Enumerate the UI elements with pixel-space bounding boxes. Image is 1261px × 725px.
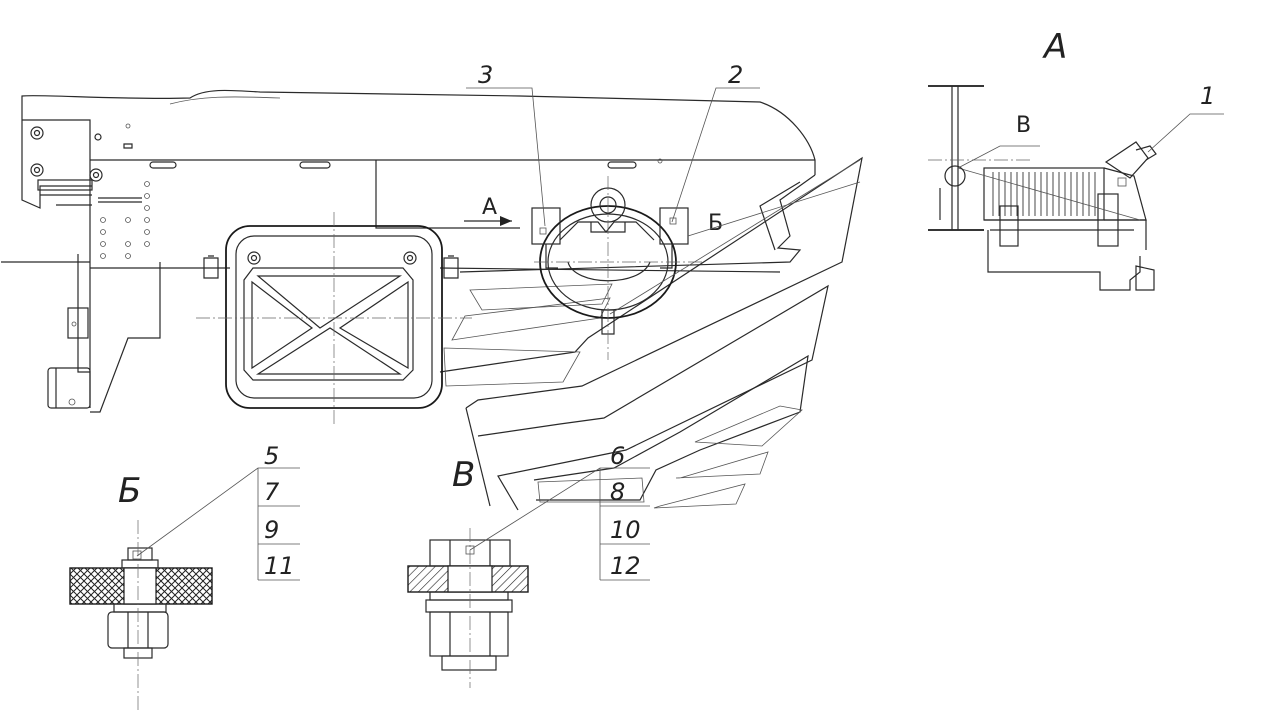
callout-5: 5 [264,442,279,470]
bracket-hole-grid [100,181,150,259]
view-b-detail: Б 5 7 9 11 [69,442,300,712]
license-plate [196,212,472,424]
view-v-title: В [452,455,475,495]
view-a-detail: А В 1 [928,27,1224,291]
callout-9: 9 [264,516,279,544]
view-v-detail: В 6 8 10 12 [407,442,650,688]
mark-v-label: В [1016,113,1031,138]
callout-10: 10 [610,516,641,544]
callout-7: 7 [264,478,280,506]
view-a-title: А [1042,27,1067,67]
callout-11: 11 [264,552,295,580]
body-outline [21,89,816,175]
fender-contour-2 [477,284,829,511]
view-b-title: Б [118,471,141,511]
arrow-a-label: А [482,195,497,220]
callout-1: 1 [1200,82,1215,110]
callout-12: 12 [610,552,641,580]
callout-8: 8 [610,478,625,506]
main-assembly-view: А Б 3 2 [1,61,863,511]
callout-3: 3 [478,61,493,89]
lamp-holder [531,176,704,360]
callout-6: 6 [610,442,625,470]
fender-contour-1 [439,156,863,409]
callout-2: 2 [728,61,743,89]
left-bracket [22,119,91,408]
mark-b-label: Б [708,211,723,236]
